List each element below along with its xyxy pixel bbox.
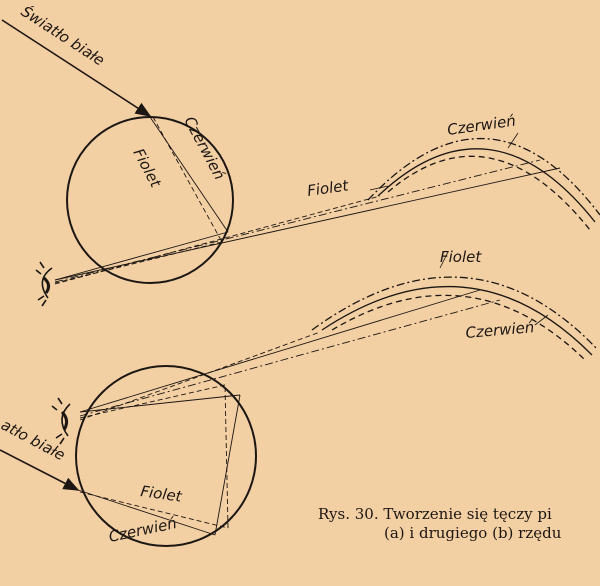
white-light-ray-a [1,19,152,117]
raindrop-b [75,365,257,547]
label-violet-rays-a: Fiolet [306,176,350,200]
label-red-arc-b: Czerwień [465,318,535,342]
eye-b-icon [51,397,71,445]
label-violet-drop-b: Fiolet [139,482,183,506]
internal-rays-b [77,384,241,536]
caption-line-1: Rys. 30. Tworzenie się tęczy pi [318,505,552,523]
rainbow-arcs-a [367,138,600,231]
label-violet-arc-b: Fiolet [440,248,482,266]
caption-line-2: (a) i drugiego (b) rzędu [384,524,562,542]
label-white-light-b: atło białe [0,416,68,465]
label-violet-drop-a: Fiolet [129,145,165,191]
rays-to-arc-b [79,289,501,421]
label-red-drop-b: Czerwień [107,514,178,546]
label-red-arc-a: Czerwień [446,112,517,139]
eye-a-icon [35,261,53,307]
white-light-ray-b [0,449,80,491]
rainbow-arcs-b [311,276,599,361]
rays-to-arc-a [54,159,561,285]
